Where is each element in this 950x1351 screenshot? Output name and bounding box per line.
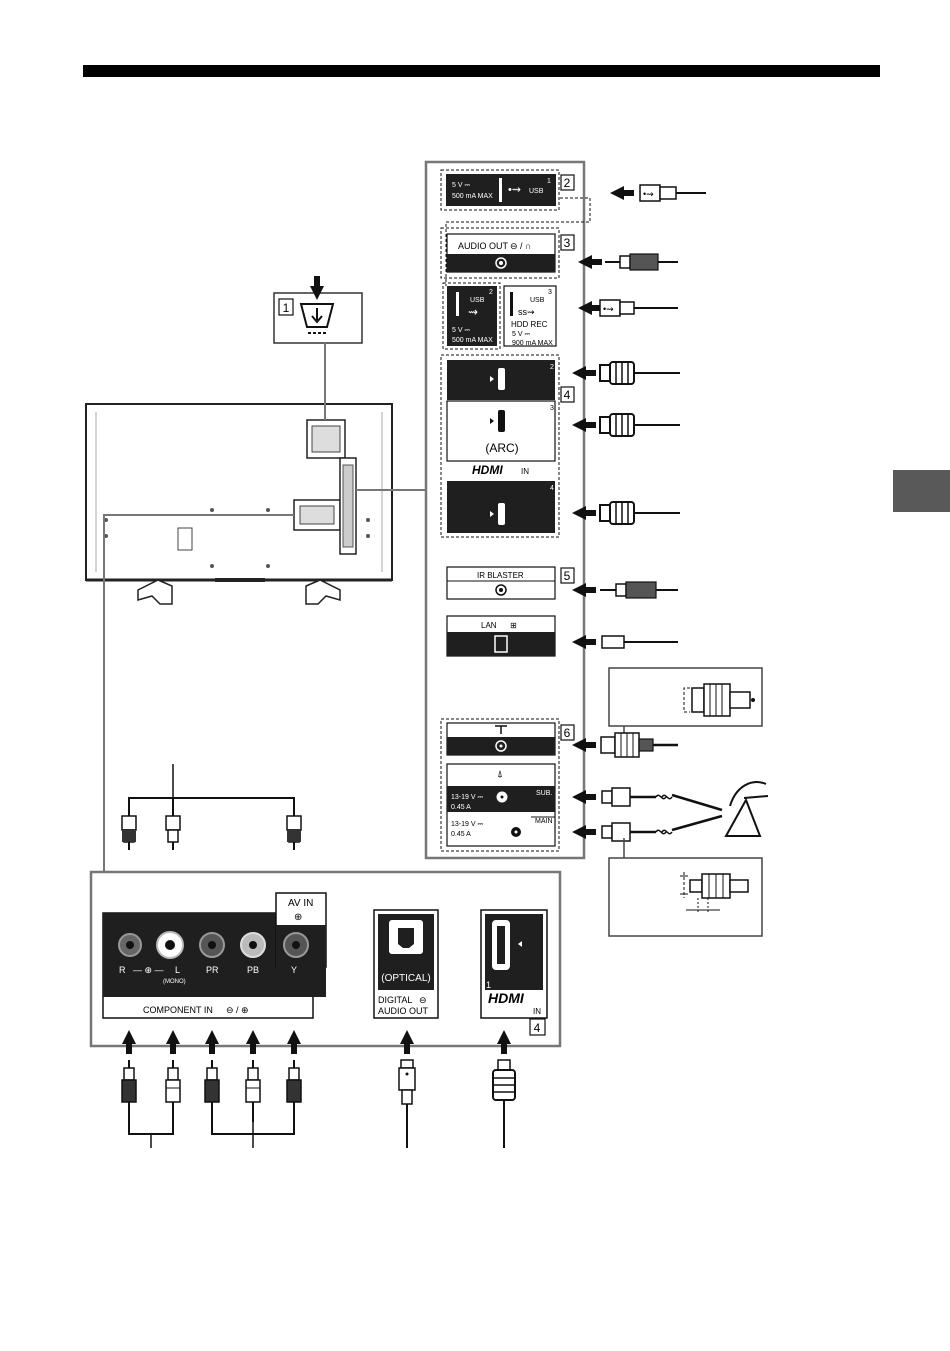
hdmi-cable xyxy=(600,362,680,384)
main-voltage: 13-19 V ⎓ xyxy=(451,821,483,828)
audio-out-bottom-label: AUDIO OUT xyxy=(378,1006,429,1016)
hdmi-logo: HDMI xyxy=(472,463,503,477)
label-y: Y xyxy=(291,965,297,975)
callout-6-label: 6 xyxy=(564,726,571,740)
callout-2-label: 2 xyxy=(564,176,571,190)
component-in-label: COMPONENT IN xyxy=(143,1005,213,1015)
hdmi-in-label: IN xyxy=(521,467,529,476)
usb2-voltage: 5 V ⎓ xyxy=(452,327,470,334)
output-icon: ⊖ xyxy=(419,995,427,1005)
usb2-port: USB 2 ⇝ 5 V ⎓ 500 mA MAX xyxy=(443,283,500,349)
usb3-voltage: 5 V ⎓ xyxy=(512,331,530,338)
sub-voltage: 13-19 V ⎓ xyxy=(451,794,483,801)
callout-5-label: 5 xyxy=(564,569,571,583)
hdmi2-number: 2 xyxy=(550,364,554,371)
hdmi3-number: 3 xyxy=(550,405,554,412)
audio-out-port: AUDIO OUT ⊖ / ∩ 3 xyxy=(441,228,678,278)
callout-1-box: 1 xyxy=(274,276,362,420)
input-icon: — ⊕ — xyxy=(133,965,164,975)
usb1-number: 1 xyxy=(547,178,551,185)
input-icon: ⊕ xyxy=(294,912,302,923)
label-mono: (MONO) xyxy=(163,979,186,985)
main-current: 0.45 A xyxy=(451,831,471,838)
hdmi-cable xyxy=(600,502,680,524)
label-l: L xyxy=(175,965,180,975)
hdmi-cable xyxy=(600,414,680,436)
sub-label: SUB. xyxy=(536,790,552,797)
antenna-satellite-ports: 6 ⍋ 13-19 V ⎓ 0.45 A SUB. MAIN 13-19 V ⎓… xyxy=(441,719,768,858)
av-in-label: AV IN xyxy=(288,898,313,909)
usb-icon: •⇝ xyxy=(643,189,654,199)
usb-icon: •⇝ xyxy=(508,184,521,196)
hdmi1-number: 1 xyxy=(486,980,491,990)
usb-icon: ss⇝ xyxy=(518,307,535,317)
headphone-icon: ⊖ / ∩ xyxy=(510,241,532,251)
digital-label: DIGITAL xyxy=(378,995,412,1005)
usb3-name: HDD REC xyxy=(511,320,548,329)
usb3-port: USB 3 ss⇝ HDD REC 5 V ⎓ 900 mA MAX •⇝ xyxy=(504,286,678,347)
tv-rear xyxy=(86,404,392,604)
usb3-number: 3 xyxy=(548,289,552,296)
antenna-detail-box xyxy=(609,668,762,738)
lan-icon: ⊞ xyxy=(510,621,517,630)
usb1-voltage: 5 V ⎓ xyxy=(452,182,470,189)
sub-current: 0.45 A xyxy=(451,804,471,811)
optical-port: (OPTICAL) DIGITAL ⊖ AUDIO OUT xyxy=(374,910,438,1018)
hdmi-in-bottom: IN xyxy=(533,1007,541,1016)
callout-4-label: 4 xyxy=(564,388,571,402)
usb3-current: 900 mA MAX xyxy=(512,340,553,347)
usb-icon: ⇝ xyxy=(468,305,478,319)
callout-3-label: 3 xyxy=(564,236,571,250)
optical-label: (OPTICAL) xyxy=(381,973,430,984)
callout-4-bottom-label: 4 xyxy=(534,1021,541,1035)
label-r: R xyxy=(119,965,126,975)
usb1-label: USB xyxy=(529,188,544,195)
component-icon: ⊖ / ⊕ xyxy=(226,1005,249,1015)
usb1-current: 500 mA MAX xyxy=(452,193,493,200)
hdmi4-number: 4 xyxy=(550,485,554,492)
audio-out-label: AUDIO OUT xyxy=(458,241,509,251)
lan-label: LAN xyxy=(481,621,497,630)
hdmi1-port: 1 HDMI IN 4 xyxy=(481,910,547,1035)
usb2-number: 2 xyxy=(489,289,493,296)
main-label: MAIN xyxy=(535,818,553,825)
av-bottom-cables xyxy=(122,1030,515,1148)
arrow-icon xyxy=(610,186,634,200)
label-pr: PR xyxy=(206,965,219,975)
hdmi-logo-bottom: HDMI xyxy=(488,990,525,1006)
label-pb: PB xyxy=(247,965,259,975)
usb-icon: •⇝ xyxy=(603,304,614,314)
satellite-detail-box xyxy=(609,858,762,936)
callout-1-label: 1 xyxy=(283,301,290,315)
usb2-current: 500 mA MAX xyxy=(452,337,493,344)
usb3-label: USB xyxy=(530,297,545,304)
satellite-dish-icon: ⍋ xyxy=(497,769,503,780)
ir-blaster-label: IR BLASTER xyxy=(477,571,524,580)
usb2-label: USB xyxy=(470,297,485,304)
hdmi-arc-label: (ARC) xyxy=(485,441,518,455)
